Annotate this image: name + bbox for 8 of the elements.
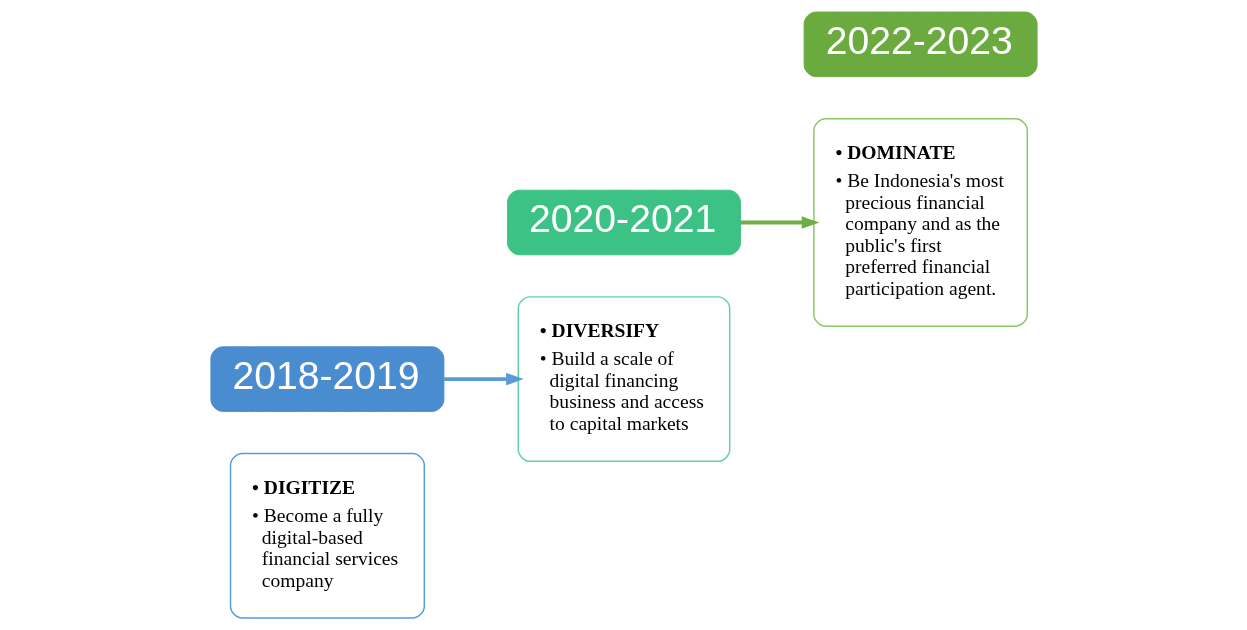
node-box: • DOMINATE • Be Indonesia's most precious financial company and as the public's first preferred financial participation agent. bbox=[812, 118, 1028, 327]
node-box: 2022-2023 bbox=[803, 11, 1038, 78]
arrow bbox=[443, 372, 524, 386]
arrow bbox=[740, 216, 819, 229]
node-box: 2020-2021 bbox=[506, 189, 741, 256]
node-box: 2018-2019 bbox=[209, 346, 444, 412]
node-box: • DIGITIZE • Become a fully digital-based financial services company bbox=[229, 452, 425, 619]
node-box: • DIVERSIFY • Build a scale of digital financing business and access to capital markets bbox=[517, 296, 730, 463]
